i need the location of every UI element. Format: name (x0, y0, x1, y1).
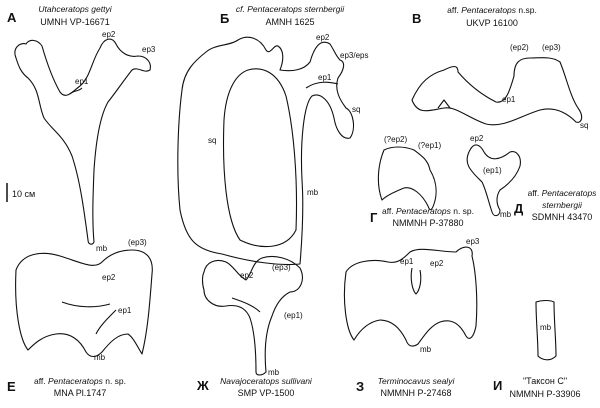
notch (437, 99, 451, 109)
taxon-name: Pentaceratops (542, 188, 598, 198)
taxon-prefix: aff. (447, 5, 459, 15)
frill-outline (343, 246, 478, 347)
panel-a: А Utahceratops gettyi UMNH VP-16671 ep1 … (7, 4, 156, 253)
frill-outline (466, 144, 521, 217)
label-sq: sq (208, 136, 216, 145)
midline (410, 267, 422, 295)
specimen-number: UKVP 16100 (466, 18, 518, 28)
taxon-suffix: n. sp. (105, 376, 126, 386)
specimen-number: NMMNH P-33906 (509, 389, 580, 399)
label-ep3: ep3 (466, 237, 480, 246)
specimen-number: UMNH VP-16671 (40, 17, 110, 27)
label-ep3: (ep3) (128, 238, 147, 247)
label-ep2: (?ep2) (384, 135, 407, 144)
label-ep3: ep3 (142, 45, 156, 54)
label-mb: mb (307, 188, 319, 197)
label-sq: sq (580, 121, 588, 130)
label-ep2: ep2 (102, 30, 116, 39)
panel-zh: ep2 (ep3) (ep1) mb Ж Navajoceratops sull… (196, 255, 313, 398)
panel-letter: И (493, 378, 502, 393)
taxon-suffix: n.sp. (518, 5, 536, 15)
taxon-prefix: aff. (382, 206, 394, 216)
panel-letter: З (356, 379, 364, 394)
specimen-number: SDMNH 43470 (532, 212, 593, 222)
specimen-number: MNA Pl.1747 (54, 388, 107, 398)
taxon-name: Pentaceratops (48, 376, 104, 386)
taxon-prefix: aff. (34, 376, 46, 386)
label-ep2: (ep2) (510, 43, 529, 52)
label-ep3: (ep3) (542, 43, 561, 52)
specimen-number: NMMNH P-27468 (380, 388, 451, 398)
panel-letter: А (7, 10, 17, 25)
label-ep1: ep1 (118, 306, 132, 315)
taxon-line: cf. Pentaceratops sternbergii (236, 4, 345, 14)
panel-letter: Е (7, 379, 16, 394)
label-ep1: ep1 (400, 257, 414, 266)
panel-b: Б cf. Pentaceratops sternbergii AMNH 162… (177, 4, 368, 266)
taxon-name: Pentaceratops (396, 206, 452, 216)
panel-z: ep1 ep2 ep3 mb З Terminocavus sealyi NMM… (343, 237, 480, 398)
taxon-name: Terminocavus sealyi (378, 376, 456, 386)
taxon-name-line2: sternbergii (542, 200, 583, 210)
taxon-prefix: aff. (528, 188, 540, 198)
taxon-name: Utahceratops gettyi (38, 4, 112, 14)
frill-outline (177, 36, 355, 266)
label-ep2: ep2 (470, 134, 484, 143)
label-ep1: (ep1) (284, 311, 303, 320)
taxon-name: Pentaceratops (461, 5, 517, 15)
epiparietal-line (69, 87, 83, 95)
panel-letter: В (412, 11, 421, 26)
bone-line (61, 301, 117, 335)
taxon-name: "Таксон С" (523, 376, 567, 386)
label-ep1: ep1 (75, 77, 89, 86)
specimen-number: NMMNH P-37880 (392, 218, 463, 228)
frill-outline (411, 57, 583, 126)
label-mb: mb (268, 368, 280, 377)
panel-letter: Г (370, 210, 378, 225)
scale-bar-label: 10 см (12, 189, 35, 199)
inner-fenestra (222, 68, 298, 248)
frill-outline (14, 38, 151, 245)
label-ep2: ep2 (316, 33, 330, 42)
panel-d: ep2 (ep1) mb Д aff. Pentaceratops sternb… (466, 134, 598, 222)
taxon-suffix: n. sp. (453, 206, 474, 216)
frill-outline (201, 255, 303, 376)
label-ep1: (ep1) (483, 166, 502, 175)
taxon-line: aff. Pentaceratops n. sp. (34, 376, 126, 386)
label-ep1: ep1 (318, 73, 332, 82)
panel-v: В aff. Pentaceratops n.sp. UKVP 16100 (e… (411, 5, 588, 130)
bone-line (231, 297, 261, 313)
label-sq: sq (352, 105, 360, 114)
label-ep3-eps: ep3/eps (340, 51, 368, 60)
label-ep3: (ep3) (272, 263, 291, 272)
label-mb: mb (420, 345, 432, 354)
label-mb: mb (500, 210, 512, 219)
panel-e: ep2 (ep3) ep1 mb Е aff. Pentaceratops n.… (7, 238, 153, 398)
taxon-prefix: cf. (236, 4, 245, 14)
taxon-name: Pentaceratops sternbergii (247, 4, 345, 14)
panel-letter: Д (514, 201, 524, 216)
taxon-line: aff. Pentaceratops n.sp. (447, 5, 537, 15)
bone-line (305, 81, 339, 89)
taxon-line: aff. Pentaceratops (528, 188, 598, 198)
label-mb: mb (96, 244, 108, 253)
label-ep1: (?ep1) (418, 141, 441, 150)
panel-letter: Б (220, 11, 229, 26)
label-ep2: ep2 (102, 273, 116, 282)
taxon-name: Navajoceratops sullivani (220, 376, 313, 386)
label-ep2: ep2 (240, 271, 254, 280)
panel-i: mb И "Таксон С" NMMNH P-33906 (493, 299, 581, 399)
specimen-number: AMNH 1625 (265, 17, 314, 27)
label-ep2: ep2 (430, 259, 444, 268)
panel-g: (?ep2) (?ep1) Г aff. Pentaceratops n. sp… (370, 135, 474, 228)
taxon-line: aff. Pentaceratops n. sp. (382, 206, 474, 216)
specimen-number: SMP VP-1500 (238, 388, 295, 398)
frill-outline (15, 249, 153, 358)
label-mb: mb (94, 353, 106, 362)
label-ep1: ep1 (502, 95, 516, 104)
bone-fragment (535, 299, 557, 361)
frill-outline (377, 146, 437, 211)
panel-letter: Ж (196, 378, 209, 393)
label-mb: mb (540, 323, 552, 332)
